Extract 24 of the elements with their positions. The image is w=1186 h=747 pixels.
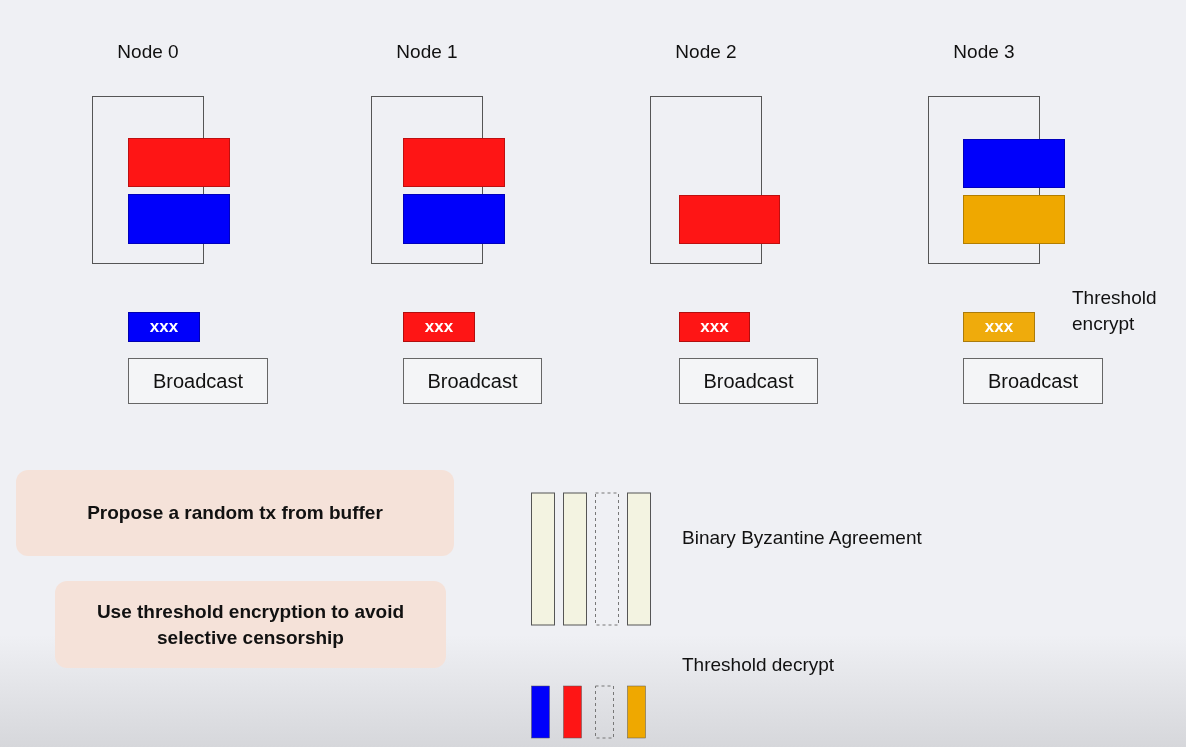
- ciphertext-tag: xxx: [403, 312, 475, 342]
- broadcast-box: Broadcast: [679, 358, 818, 404]
- note-box: Propose a random tx from buffer: [16, 470, 454, 556]
- broadcast-box: Broadcast: [963, 358, 1103, 404]
- ciphertext-tag: xxx: [679, 312, 750, 342]
- node-title: Node 1: [395, 40, 459, 64]
- broadcast-box: Broadcast: [128, 358, 268, 404]
- node-title: Node 3: [952, 40, 1016, 64]
- colored-bar: [963, 139, 1065, 188]
- text-label: Threshold decrypt: [682, 653, 835, 677]
- text-label: Binary Byzantine Agreement: [682, 526, 922, 550]
- colored-bar: [963, 195, 1065, 244]
- text-label: Threshold encrypt: [1072, 286, 1158, 336]
- broadcast-box: Broadcast: [403, 358, 542, 404]
- colored-bar: [403, 138, 505, 187]
- colored-bar: [128, 194, 230, 244]
- ciphertext-tag: xxx: [128, 312, 200, 342]
- node-title: Node 2: [674, 40, 738, 64]
- colored-bar: [128, 138, 230, 187]
- note-box: Use threshold encryption to avoid selective censorship: [55, 581, 446, 668]
- colored-bar: [403, 194, 505, 244]
- node-title: Node 0: [116, 40, 180, 64]
- colored-bar: [679, 195, 780, 244]
- ciphertext-tag: xxx: [963, 312, 1035, 342]
